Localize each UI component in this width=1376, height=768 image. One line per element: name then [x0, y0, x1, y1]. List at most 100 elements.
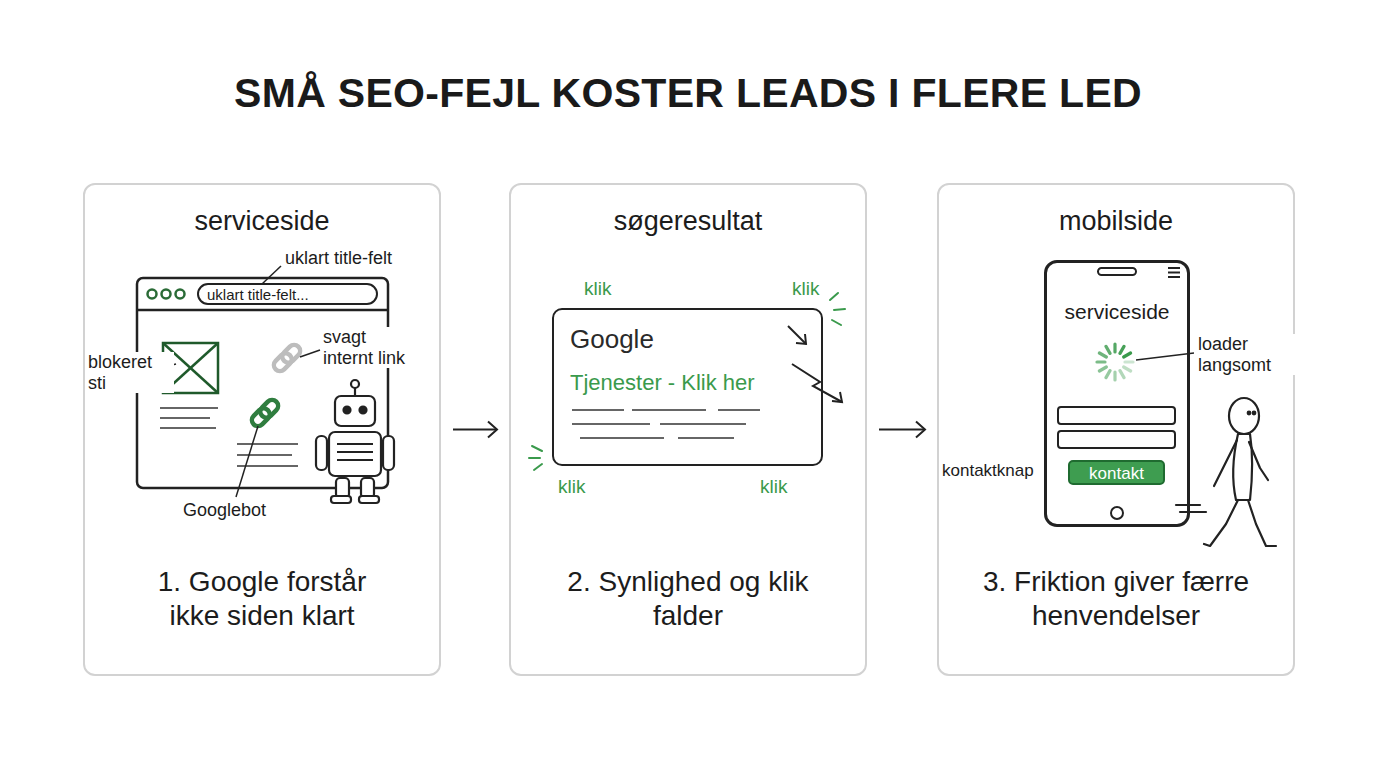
node-text: uklart title-felt...: [207, 286, 372, 304]
browser-window-part: [162, 290, 171, 299]
browser-window-part: [176, 290, 185, 299]
googlebot-robot-part: [337, 443, 373, 445]
node-text: Google: [570, 324, 770, 355]
arrow-head: [916, 422, 925, 438]
googlebot-robot-part: [335, 396, 375, 426]
browser-window-part: [137, 278, 388, 488]
leader-line-part: [300, 350, 320, 357]
googlebot-robot: [316, 380, 394, 503]
browser-window-part: [137, 309, 388, 312]
walking-person-part: [1248, 500, 1276, 546]
falling-arrow: [788, 326, 842, 402]
phone-details-part: [1058, 407, 1175, 424]
falling-arrow-part: [796, 334, 806, 344]
text-lines-part: [160, 417, 210, 419]
link-icon: [249, 397, 280, 428]
googlebot-robot-part: [360, 407, 367, 414]
spinner-dash: [1106, 346, 1110, 353]
result-lines-part: [632, 409, 706, 411]
googlebot-robot-part: [359, 496, 379, 503]
googlebot-robot-part: [383, 436, 394, 470]
result-lines-part: [572, 423, 650, 425]
phone-details-part: [1168, 267, 1180, 269]
falling-arrow-part: [832, 392, 842, 402]
click-spark-part: [534, 464, 542, 470]
click-spark: [529, 293, 845, 470]
result-lines-part: [660, 423, 746, 425]
click-spark-part: [529, 457, 540, 459]
node-caption: 2. Synlighed og klik falder: [563, 565, 813, 632]
annotation-label: klik: [790, 278, 821, 300]
node-caption: 1. Google forstår ikke siden klart: [132, 565, 392, 632]
node-text: serviceside: [85, 205, 439, 237]
search-result-card: GoogleTjenester - Klik her: [552, 308, 823, 466]
contact-button: kontakt: [1068, 460, 1165, 485]
flow-arrow: [879, 422, 925, 438]
annotation-label: kontaktknap: [940, 461, 1036, 481]
arrow-head: [488, 422, 497, 438]
result-lines-part: [572, 409, 624, 411]
spinner-dash: [1120, 371, 1124, 378]
googlebot-robot-part: [344, 407, 351, 414]
walking-person-part: [1214, 440, 1237, 486]
leader-line-part: [1136, 353, 1194, 360]
walking-person-part: [1248, 412, 1251, 415]
text-lines-part: [160, 427, 216, 429]
phone-details-part: [1098, 268, 1136, 275]
step-panel: mobilside3. Friktion giver færre henvend…: [937, 183, 1295, 676]
phone-frame: serviceside kontakt: [1044, 260, 1190, 527]
annotation-label: loader langsomt: [1196, 334, 1295, 375]
text-lines-part: [237, 443, 298, 445]
spinner-dash: [1124, 367, 1131, 371]
result-lines: [572, 410, 760, 438]
node-caption: 3. Friktion giver færre henvendelser: [966, 565, 1266, 632]
browser-window-part: [148, 290, 157, 299]
phone-details-part: [1168, 272, 1180, 274]
node-caption: Tjenester - Klik her: [570, 370, 810, 396]
walking-person-part: [1204, 500, 1238, 546]
walking-person-part: [1229, 398, 1259, 434]
flow-arrow: [453, 422, 497, 438]
falling-arrow-part: [792, 364, 842, 402]
phone-details-part: [1058, 431, 1175, 448]
click-spark-part: [532, 446, 542, 451]
googlebot-robot-part: [354, 388, 356, 396]
leader-line-part: [236, 426, 258, 497]
leader-line: [168, 266, 1194, 497]
weak-link-icon: [271, 342, 302, 373]
spinner-dash: [1106, 371, 1110, 378]
result-lines-part: [718, 409, 760, 411]
annotation-label: svagt internt link: [321, 327, 417, 368]
text-lines: [160, 408, 298, 466]
annotation-label: blokeret sti: [86, 352, 174, 393]
leader-line-part: [262, 266, 281, 284]
annotation-label: Googlebot: [181, 500, 268, 521]
googlebot-robot-part: [351, 380, 359, 388]
annotation-label: uklart title-felt: [283, 248, 394, 269]
result-lines-part: [580, 437, 664, 439]
title-field: uklart title-felt...: [197, 283, 378, 305]
spinner-dash: [1099, 367, 1106, 371]
node-text: serviceside: [1047, 299, 1187, 324]
spinner-dash: [1097, 360, 1105, 363]
walking-person-part: [1180, 511, 1206, 513]
walking-person-part: [1249, 442, 1268, 480]
spinner-dash: [1099, 353, 1106, 357]
spinner-dash: [1124, 353, 1131, 357]
arrow-line: [879, 429, 925, 431]
walking-person-part: [1253, 412, 1256, 415]
text-lines-part: [237, 454, 292, 456]
step-panel: søgeresultat2. Synlighed og klik falderG…: [509, 183, 867, 676]
weak-link-icon-part: [271, 342, 302, 373]
annotation-label: klik: [758, 476, 789, 498]
click-spark-part: [830, 293, 838, 300]
result-lines-part: [678, 437, 734, 439]
googlebot-robot-part: [316, 436, 327, 470]
googlebot-robot-part: [329, 432, 381, 476]
spinner-dash: [1113, 344, 1116, 352]
falling-arrow-part: [788, 326, 806, 344]
arrow-line: [453, 429, 497, 431]
diagram-title: SMÅ SEO-FEJL KOSTER LEADS I FLERE LED: [0, 70, 1376, 117]
node-text: kontakt: [1070, 464, 1163, 484]
